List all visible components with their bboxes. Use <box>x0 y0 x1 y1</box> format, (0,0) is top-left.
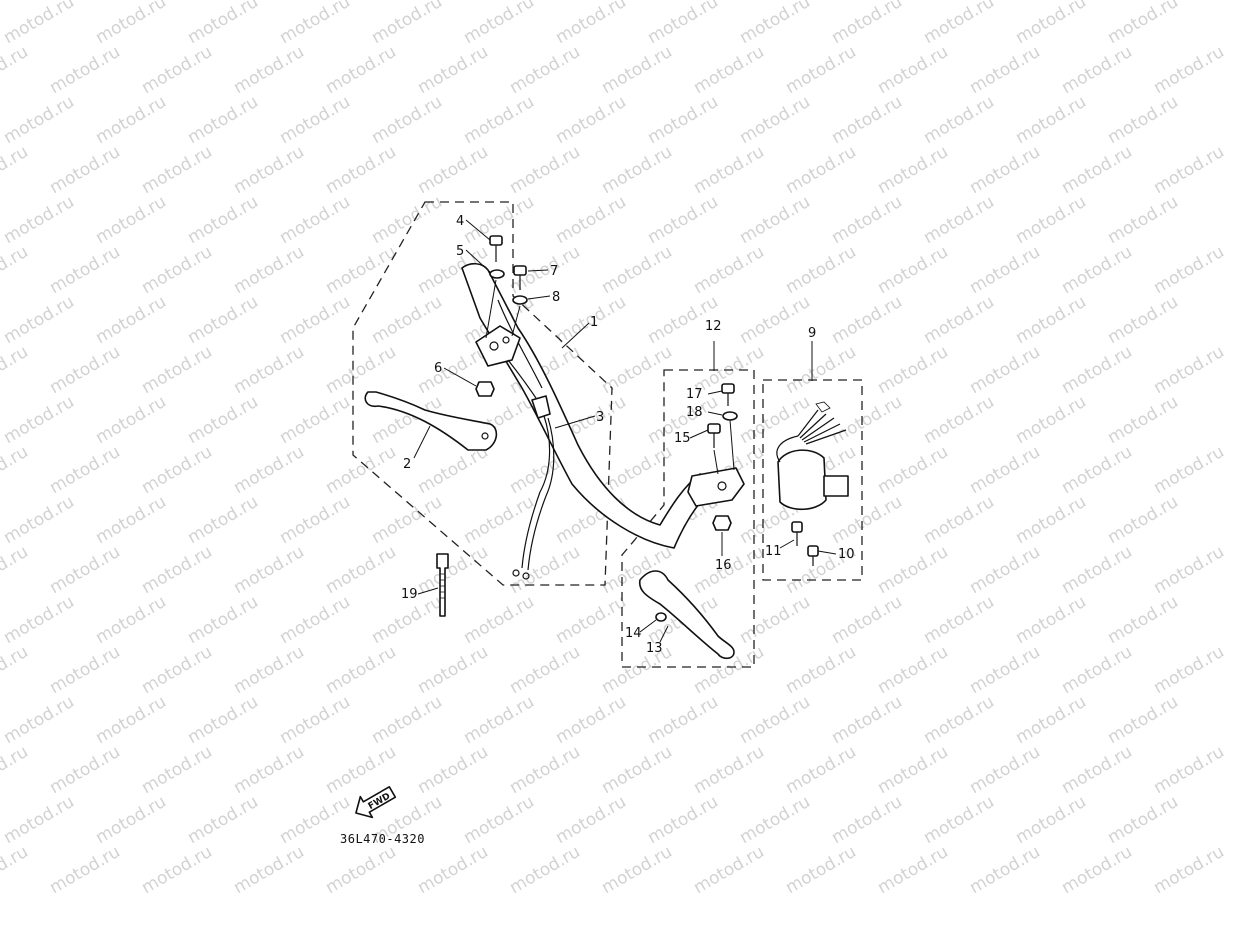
callout-4: 4 <box>456 214 464 229</box>
callout-14: 14 <box>625 626 642 641</box>
callout-17: 17 <box>686 387 703 402</box>
group-outline-left <box>352 201 613 586</box>
callout-11: 11 <box>765 544 782 559</box>
right-lever <box>638 570 735 660</box>
callout-2: 2 <box>403 457 411 472</box>
left-lever-holder <box>475 325 521 367</box>
callout-5: 5 <box>456 244 464 259</box>
bolt-17 <box>721 383 735 406</box>
callout-6: 6 <box>434 361 442 376</box>
washer-18 <box>722 411 738 421</box>
left-lever <box>364 391 498 451</box>
callout-7: 7 <box>550 264 558 279</box>
fwd-arrow: FWD <box>355 786 397 819</box>
part-code: 36L470-4320 <box>340 832 425 846</box>
nut-16 <box>712 515 732 531</box>
bolt-15 <box>707 423 721 448</box>
callout-18: 18 <box>686 405 703 420</box>
callout-9: 9 <box>808 326 816 341</box>
bolt-7 <box>513 265 527 290</box>
callout-12: 12 <box>705 319 722 334</box>
callout-10: 10 <box>838 547 855 562</box>
callout-16: 16 <box>715 558 732 573</box>
washer-8 <box>512 295 528 305</box>
callout-3: 3 <box>596 410 604 425</box>
handlebar <box>461 262 715 549</box>
group-outline-right-lever <box>621 369 755 668</box>
bolt-4 <box>489 235 503 262</box>
leader-lines <box>413 219 837 643</box>
callout-13: 13 <box>646 641 663 656</box>
washer-5 <box>489 269 505 279</box>
callout-19: 19 <box>401 587 418 602</box>
nut-6 <box>475 381 495 397</box>
screw-10 <box>807 545 819 566</box>
callout-1: 1 <box>590 315 598 330</box>
callout-15: 15 <box>674 431 691 446</box>
handlebar-switch <box>776 401 849 511</box>
cable-tie <box>436 553 449 617</box>
screw-11 <box>791 521 803 546</box>
right-lever-holder <box>687 467 745 507</box>
callout-labels: 1 2 3 4 5 6 7 8 9 10 11 12 13 14 15 16 1… <box>401 214 855 656</box>
clutch-cable <box>507 359 555 580</box>
callout-8: 8 <box>552 290 560 305</box>
